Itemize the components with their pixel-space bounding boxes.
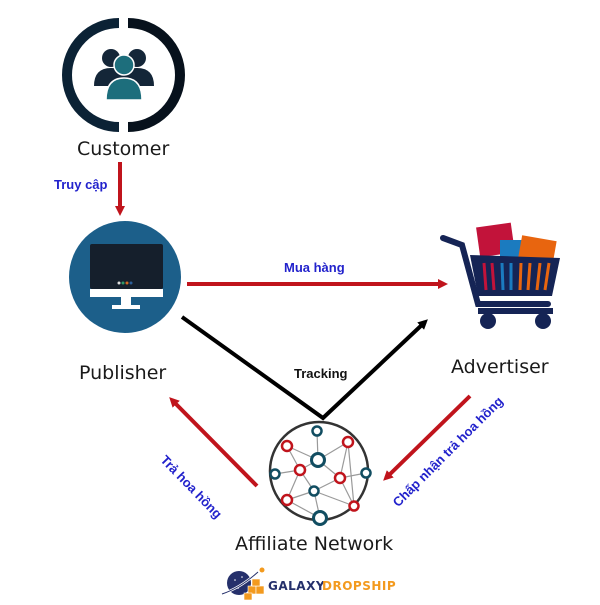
- network-globe-icon: [268, 420, 372, 526]
- affiliate-network-label: Affiliate Network: [235, 533, 394, 555]
- purchase-label: Mua hàng: [284, 260, 345, 275]
- monitor-icon: [69, 221, 181, 333]
- arrow-accept-commission: [383, 394, 472, 481]
- shopping-cart-icon: [440, 222, 560, 329]
- logo-text-dropship: DROPSHIP: [322, 579, 397, 593]
- galaxy-logo-icon: [221, 567, 265, 601]
- logo-text-galaxy: GALAXY: [268, 579, 326, 593]
- arrow-tracking: [180, 315, 428, 421]
- customer-group-icon: [62, 18, 185, 132]
- publisher-label: Publisher: [79, 362, 167, 384]
- arrow-pay-commission: [169, 397, 259, 488]
- advertiser-label: Advertiser: [451, 356, 549, 378]
- tracking-label: Tracking: [294, 366, 348, 381]
- access-label: Truy cập: [54, 177, 108, 192]
- customer-label: Customer: [77, 138, 170, 160]
